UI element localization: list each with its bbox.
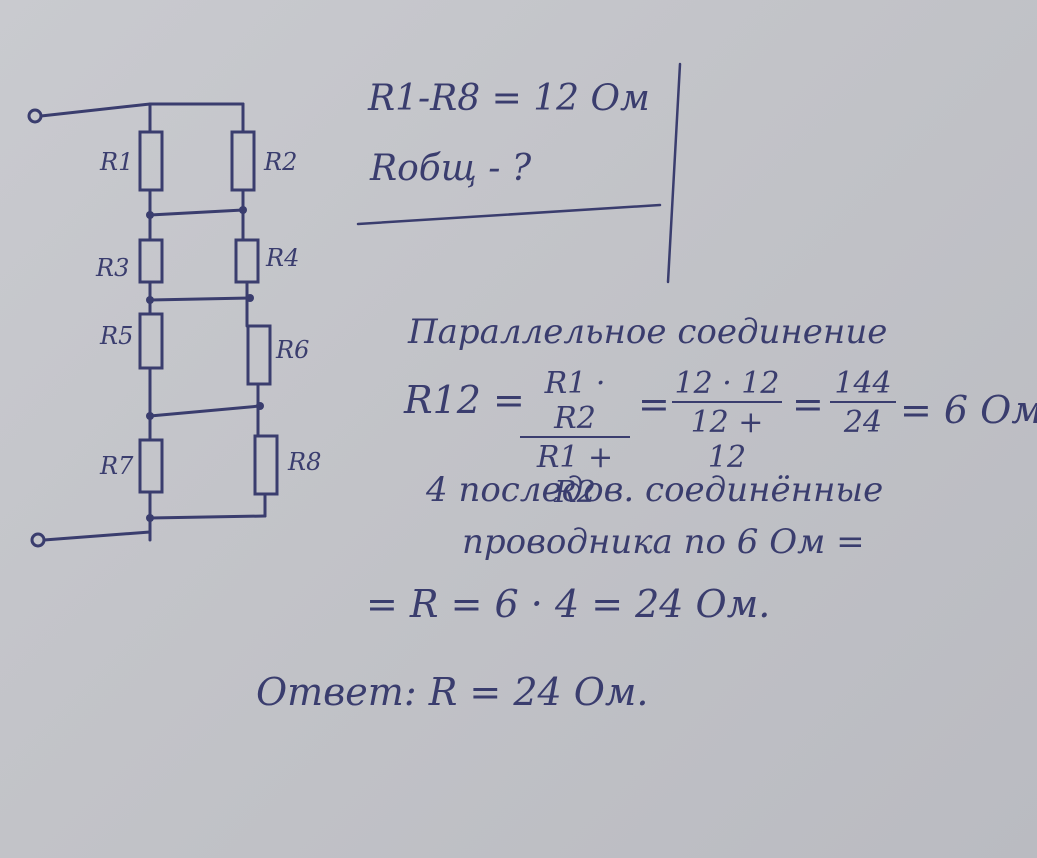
node-dot	[146, 296, 154, 304]
given-underline	[356, 203, 662, 226]
label-r5: R5	[100, 322, 134, 350]
top-terminal	[27, 108, 43, 124]
resistor-r4	[234, 238, 260, 284]
label-r3: R3	[96, 254, 130, 282]
equals-sign-2: =	[792, 382, 824, 426]
label-r2: R2	[264, 148, 298, 176]
label-r1: R1	[100, 148, 134, 176]
resistor-r8	[253, 434, 279, 496]
label-r8: R8	[288, 448, 322, 476]
given-vertical-line	[666, 62, 682, 284]
node-dot	[146, 514, 154, 522]
parallel-heading: Параллельное соединение	[408, 312, 888, 352]
bottom-terminal	[30, 532, 46, 548]
resistor-r3	[138, 238, 164, 284]
resistor-r1	[138, 130, 164, 192]
r12-label: R12 =	[404, 378, 525, 422]
top-wire	[39, 102, 245, 118]
series-result: = R = 6 · 4 = 24 Ом.	[366, 582, 771, 626]
node-dot	[246, 294, 254, 302]
node-dot	[146, 412, 154, 420]
fraction-result-denominator: 24	[830, 401, 896, 440]
node-dot	[239, 206, 247, 214]
series-note-line-1: 4 последов. соединённые	[426, 470, 884, 510]
fraction-formula: R1 · R2 R1 + R2	[520, 366, 630, 510]
resistor-r5	[138, 312, 164, 370]
label-r6: R6	[276, 336, 310, 364]
fraction-formula-denominator: R1 + R2	[520, 436, 630, 510]
fraction-numeric-numerator: 12 · 12	[674, 366, 780, 401]
node-dot	[146, 211, 154, 219]
answer-line: Ответ: R = 24 Ом.	[256, 670, 649, 714]
resistor-r7	[138, 438, 164, 494]
r12-result: = 6 Ом	[900, 388, 1037, 432]
node-dot	[256, 402, 264, 410]
fraction-result: 144 24	[830, 366, 896, 440]
resistor-r2	[230, 130, 256, 192]
series-note-line-2: проводника по 6 Ом =	[462, 522, 865, 562]
label-r4: R4	[266, 244, 300, 272]
fraction-numeric-denominator: 12 + 12	[672, 401, 782, 475]
equals-sign-1: =	[638, 382, 670, 426]
fraction-numeric: 12 · 12 12 + 12	[672, 366, 782, 475]
fraction-formula-numerator: R1 · R2	[544, 366, 606, 436]
bottom-wire	[42, 530, 152, 542]
given-line-2: Rобщ - ?	[370, 148, 532, 189]
label-r7: R7	[100, 452, 134, 480]
given-line-1: R1-R8 = 12 Ом	[368, 78, 650, 119]
fraction-result-numerator: 144	[834, 366, 892, 401]
resistor-r6	[246, 324, 272, 386]
